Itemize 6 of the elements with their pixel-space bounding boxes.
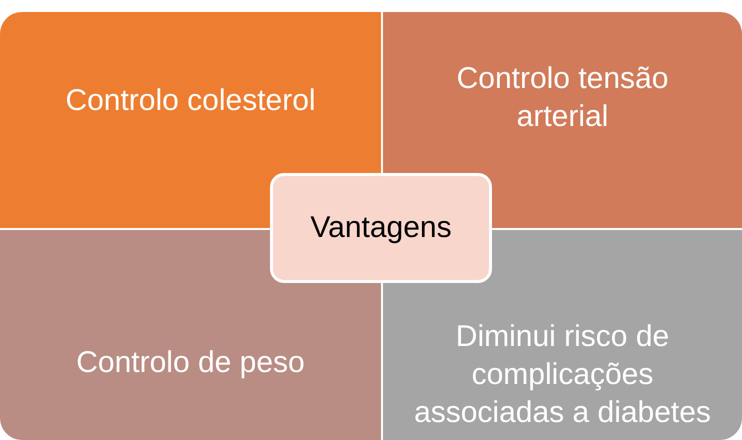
quadrant-text: Controlo tensão arterial [456,61,670,135]
quadrant-text: Controlo colesterol [65,83,316,119]
quadrant-text: Controlo de peso [76,345,305,381]
center-label: Vantagens [310,211,452,245]
quadrant-text: Diminui risco de complicações associadas a diabetes [413,319,712,431]
center-box [270,173,492,283]
